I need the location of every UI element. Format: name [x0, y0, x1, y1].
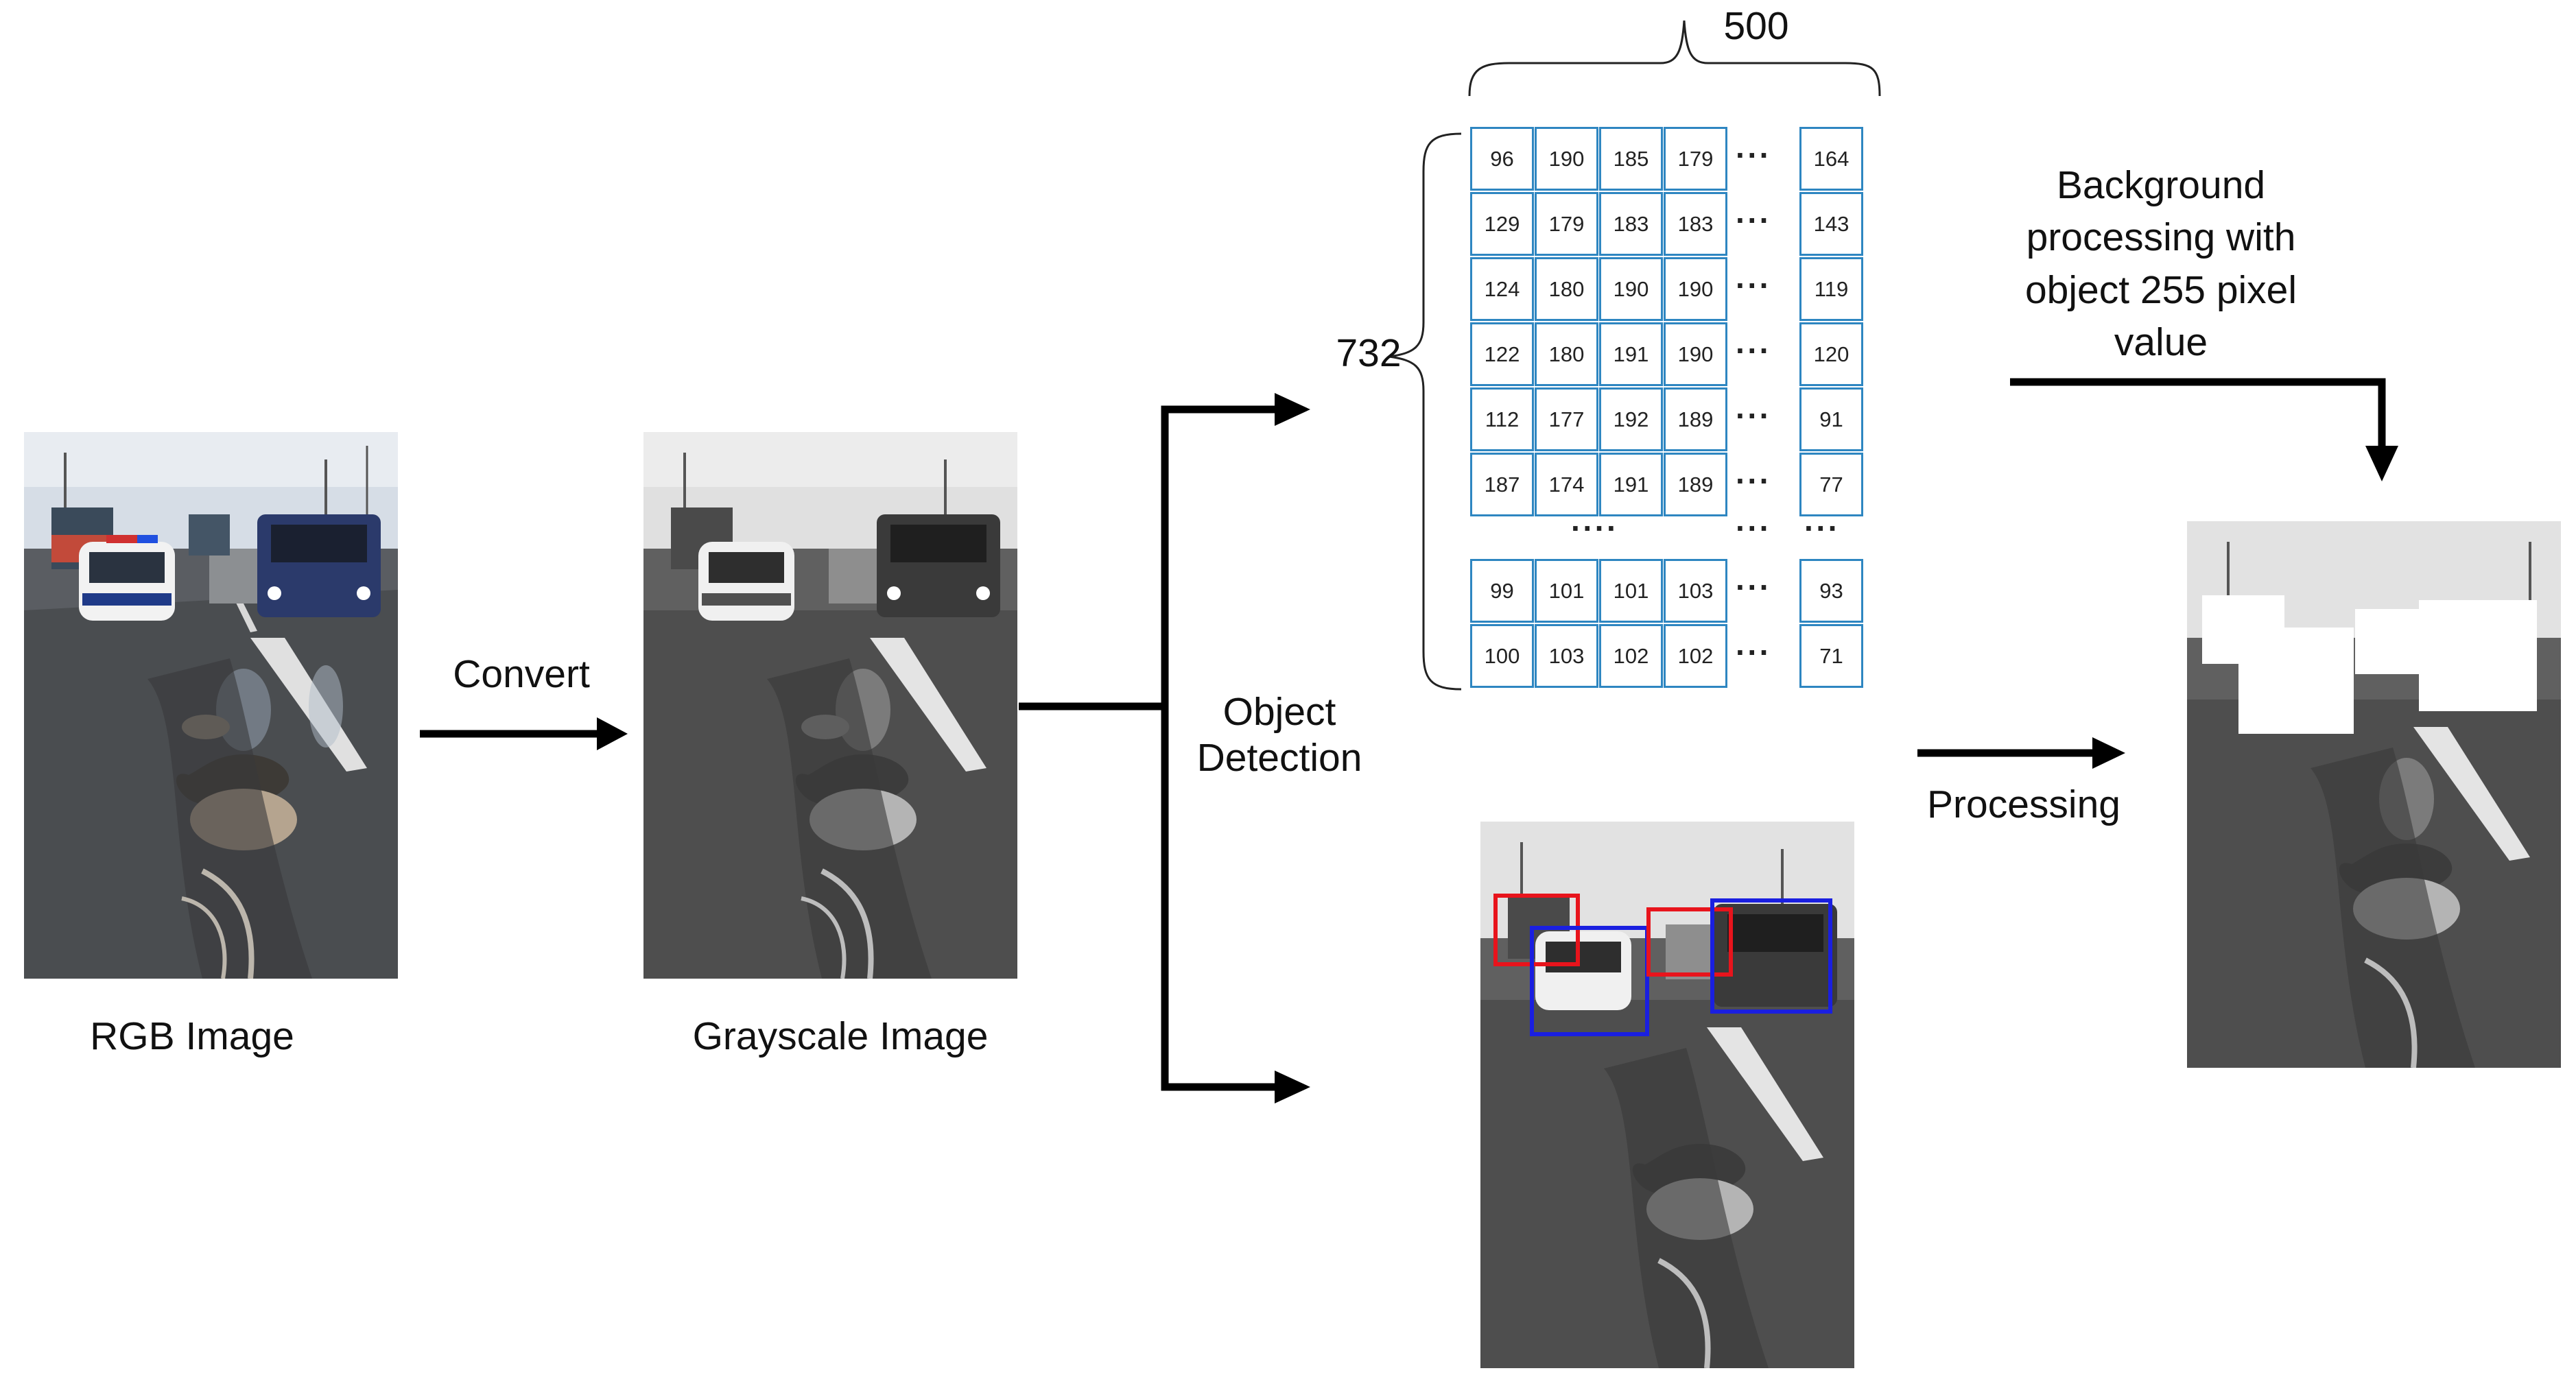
matrix-cell: 120 — [1799, 322, 1863, 386]
matrix-cell: 189 — [1664, 387, 1727, 451]
matrix-cell: 191 — [1599, 322, 1663, 386]
matrix-cell: 100 — [1470, 624, 1534, 688]
matrix-cell: 103 — [1535, 624, 1598, 688]
matrix-cell: 187 — [1470, 453, 1534, 516]
matrix-cell: 77 — [1799, 453, 1863, 516]
grayscale-image-caption: Grayscale Image — [692, 1014, 989, 1058]
matrix-cell: 99 — [1470, 559, 1534, 623]
matrix-row-ellipsis: ··· — [1736, 202, 1771, 238]
bbox-police-car-blue — [1530, 926, 1649, 1036]
matrix-cell: 190 — [1535, 127, 1598, 191]
matrix-cell: 191 — [1599, 453, 1663, 516]
processing-arrow — [1917, 737, 2125, 769]
object-detection-label: Object Detection — [1166, 689, 1393, 782]
matrix-cell: 190 — [1664, 257, 1727, 321]
matrix-last-col-ellipsis: ··· — [1804, 510, 1840, 546]
matrix-cell: 96 — [1470, 127, 1534, 191]
matrix-cell: 124 — [1470, 257, 1534, 321]
matrix-cell: 183 — [1599, 192, 1663, 256]
matrix-cell: 192 — [1599, 387, 1663, 451]
background-processing-arrow — [2010, 378, 2398, 481]
matrix-cell: 71 — [1799, 624, 1863, 688]
matrix-cell: 93 — [1799, 559, 1863, 623]
matrix-corner-ellipsis: ··· — [1736, 510, 1771, 546]
matrix-col-ellipsis: ···· — [1571, 510, 1619, 546]
matrix-cell: 129 — [1470, 192, 1534, 256]
matrix-cell: 179 — [1535, 192, 1598, 256]
matrix-cell: 143 — [1799, 192, 1863, 256]
matrix-row-ellipsis: ··· — [1736, 634, 1771, 670]
bbox-van-blue — [1710, 898, 1832, 1014]
matrix-cell: 185 — [1599, 127, 1663, 191]
matrix-cell: 122 — [1470, 322, 1534, 386]
matrix-row-ellipsis: ··· — [1736, 569, 1771, 605]
matrix-row-ellipsis: ··· — [1736, 398, 1771, 433]
matrix-cell: 103 — [1664, 559, 1727, 623]
width-brace — [1468, 20, 1881, 97]
matrix-cell: 119 — [1799, 257, 1863, 321]
matrix-cell: 189 — [1664, 453, 1727, 516]
matrix-cell: 112 — [1470, 387, 1534, 451]
bbox-car-red — [1646, 907, 1733, 977]
height-brace — [1389, 132, 1462, 691]
convert-arrow — [420, 717, 628, 750]
matrix-row-ellipsis: ··· — [1736, 463, 1771, 499]
object-detection-connector — [1019, 393, 1310, 1103]
background-line3: object 255 pixel — [2024, 267, 2297, 312]
matrix-row-ellipsis: ··· — [1736, 267, 1771, 303]
rgb-image-caption: RGB Image — [90, 1014, 294, 1058]
matrix-cell: 101 — [1535, 559, 1598, 623]
matrix-cell: 179 — [1664, 127, 1727, 191]
matrix-row-ellipsis: ··· — [1736, 333, 1771, 368]
matrix-cell: 180 — [1535, 257, 1598, 321]
object-detection-line1: Object — [1222, 690, 1336, 734]
matrix-cell: 102 — [1664, 624, 1727, 688]
matrix-cell: 190 — [1664, 322, 1727, 386]
height-dimension-label: 732 — [1336, 331, 1402, 375]
processing-label: Processing — [1927, 782, 2120, 826]
background-line2: processing with — [2026, 215, 2296, 260]
mask-police-car — [2238, 628, 2354, 734]
convert-label: Convert — [453, 652, 590, 696]
matrix-cell: 101 — [1599, 559, 1663, 623]
mask-van — [2419, 600, 2537, 711]
grayscale-road-photo — [643, 432, 1017, 979]
matrix-cell: 91 — [1799, 387, 1863, 451]
width-dimension-label: 500 — [1723, 4, 1789, 48]
background-line1: Background — [2056, 163, 2266, 207]
matrix-cell: 177 — [1535, 387, 1598, 451]
matrix-row-ellipsis: ··· — [1736, 137, 1771, 173]
detection-road-photo — [1480, 822, 1854, 1368]
matrix-cell: 190 — [1599, 257, 1663, 321]
matrix-cell: 174 — [1535, 453, 1598, 516]
rgb-road-photo — [24, 432, 398, 979]
matrix-cell: 164 — [1799, 127, 1863, 191]
background-line4: value — [2114, 320, 2208, 365]
matrix-cell: 102 — [1599, 624, 1663, 688]
background-processing-label: Background processing with object 255 pi… — [1962, 159, 2360, 369]
processed-road-photo — [2187, 521, 2561, 1068]
object-detection-line2: Detection — [1196, 736, 1362, 780]
matrix-cell: 183 — [1664, 192, 1727, 256]
matrix-cell: 180 — [1535, 322, 1598, 386]
